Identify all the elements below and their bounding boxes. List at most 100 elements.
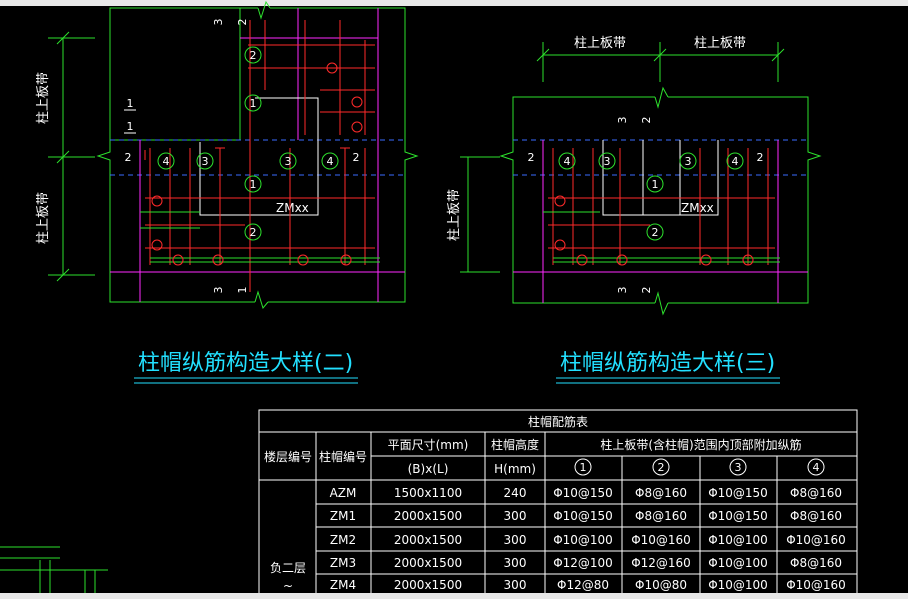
detail3-column-lines — [513, 140, 808, 303]
table-header-cap-no: 柱帽编号 — [319, 449, 367, 464]
detail2-title-underline — [134, 377, 358, 384]
table-floor-value-extra: ~ — [283, 579, 293, 593]
table-cell-cap: ZM2 — [330, 533, 356, 547]
detail3-mark: 3 — [685, 155, 692, 168]
table-grid — [258, 409, 858, 599]
detail3-rebar-grid — [548, 148, 775, 265]
detail3-dim-label-right: 柱上板带 — [694, 36, 746, 51]
table-cell-r2: Φ10@80 — [635, 578, 687, 592]
table-header-plan-size: 平面尺寸(mm) — [388, 438, 469, 452]
table-rebar-col-1: 1 — [580, 461, 587, 474]
detail3-mark: 2 — [652, 226, 659, 239]
table-header-height: 柱帽高度 — [491, 437, 539, 452]
detail3-green-bars — [543, 211, 780, 263]
table-cell-r1: Φ12@100 — [553, 556, 613, 570]
detail2-mark: 1 — [250, 178, 257, 191]
table-cell-r3: Φ10@100 — [708, 533, 768, 547]
detail3-mark: 2 — [528, 151, 535, 164]
table-cell-r4: Φ8@160 — [790, 556, 842, 570]
detail2-mark: 1 — [127, 97, 134, 110]
window-bottom-edge — [0, 593, 908, 599]
detail3-axis-lines — [513, 139, 808, 176]
detail2-mark: 2 — [250, 49, 257, 62]
detail2-title: 柱帽纵筋构造大样(二) — [138, 351, 353, 376]
detail2-mark: 3 — [212, 287, 225, 294]
detail2-rebar-grid — [144, 20, 375, 292]
detail2-dim-line — [48, 31, 95, 282]
table-cell-cap: ZM1 — [330, 509, 356, 523]
table-cell-height: 300 — [504, 509, 527, 523]
table-rebar-col-3: 3 — [735, 461, 742, 474]
table-header-plan-size-sub: (B)x(L) — [408, 462, 449, 476]
detail2-marks: 2 1 4 3 3 4 1 2 2 2 1 1 3 3 2 1 — [125, 19, 360, 294]
detail2-mark: 2 — [125, 151, 132, 164]
table-cell-r2: Φ12@160 — [631, 556, 691, 570]
detail3-side-dim — [460, 156, 500, 273]
detail3-rebar-dots — [554, 195, 754, 266]
table-rebar-col-2: 2 — [658, 461, 665, 474]
detail2-green-bars — [140, 211, 380, 263]
table-cell-r4: Φ8@160 — [790, 486, 842, 500]
table-cell-cap: ZM4 — [330, 578, 356, 592]
table-cell-size: 2000x1500 — [394, 578, 462, 592]
detail3-title: 柱帽纵筋构造大样(三) — [560, 351, 775, 376]
detail3-mark: 3 — [616, 117, 629, 124]
detail2-mark: 2 — [236, 19, 249, 26]
table-cell-size: 2000x1500 — [394, 556, 462, 570]
detail3-dim-line — [536, 42, 785, 82]
detail2-mark: 4 — [327, 155, 334, 168]
detail2-mark: 2 — [250, 226, 257, 239]
detail3-cap-label: ZMxx — [681, 201, 714, 215]
table-title: 柱帽配筋表 — [528, 414, 588, 429]
table-cell-r3: Φ10@150 — [708, 486, 768, 500]
table-cell-r3: Φ10@150 — [708, 509, 768, 523]
table-cell-r1: Φ10@150 — [553, 509, 613, 523]
rebar-table: 柱帽配筋表 楼层编号 柱帽编号 平面尺寸(mm) (B)x(L) 柱帽高度 H(… — [258, 409, 858, 599]
table-cell-size: 2000x1500 — [394, 509, 462, 523]
table-header-floor: 楼层编号 — [264, 449, 312, 464]
detail3-mark: 3 — [616, 287, 629, 294]
table-cell-r1: Φ12@80 — [557, 578, 609, 592]
detail3-dim-label-side: 柱上板带 — [447, 189, 462, 241]
detail2-mark: 3 — [285, 155, 292, 168]
detail2-mark: 2 — [353, 151, 360, 164]
table-cell-r1: Φ10@100 — [553, 533, 613, 547]
table-header-height-sub: H(mm) — [494, 462, 536, 476]
table-cell-r3: Φ10@100 — [708, 556, 768, 570]
detail3-mark: 1 — [652, 178, 659, 191]
table-rebar-col-4: 4 — [813, 461, 820, 474]
table-cell-size: 1500x1100 — [394, 486, 462, 500]
detail2-rebar-dots — [151, 62, 363, 266]
table-cell-height: 300 — [504, 578, 527, 592]
detail2-cap-box — [199, 97, 319, 216]
table-cell-r4: Φ8@160 — [790, 509, 842, 523]
table-rebar-col-circles — [574, 458, 825, 476]
table-cell-cap: ZM3 — [330, 556, 356, 570]
detail3-mark: 2 — [640, 287, 653, 294]
detail3-slab-outline — [499, 86, 822, 316]
detail3-mark-circles — [558, 152, 744, 241]
table-floor-value: 负二层 — [270, 561, 306, 575]
table-cell-r4: Φ10@160 — [786, 533, 846, 547]
table-cell-r2: Φ8@160 — [635, 486, 687, 500]
detail3-marks: 4 3 3 4 1 2 2 2 3 2 3 2 — [528, 117, 764, 294]
detail-3-drawing: 柱上板带 柱上板带 柱上板带 — [447, 36, 822, 384]
detail2-column-lines — [110, 8, 405, 302]
detail2-mark-circles — [157, 46, 339, 241]
detail2-mark: 3 — [212, 19, 225, 26]
table-cell-r4: Φ10@160 — [786, 578, 846, 592]
detail2-mark: 3 — [202, 155, 209, 168]
table-cell-size: 2000x1500 — [394, 533, 462, 547]
detail2-mark: 1 — [236, 287, 249, 294]
detail3-mark: 2 — [640, 117, 653, 124]
table-cell-r2: Φ10@160 — [631, 533, 691, 547]
detail3-mark: 4 — [732, 155, 739, 168]
detail2-mark: 1 — [127, 120, 134, 133]
detail2-mark-underlines — [124, 109, 136, 134]
table-cell-height: 300 — [504, 533, 527, 547]
stray-drawing-fragment — [0, 546, 108, 595]
detail2-axis-lines — [110, 139, 405, 176]
detail2-mark: 4 — [163, 155, 170, 168]
table-header-rebar-group: 柱上板带(含柱帽)范围内顶部附加纵筋 — [600, 437, 801, 452]
